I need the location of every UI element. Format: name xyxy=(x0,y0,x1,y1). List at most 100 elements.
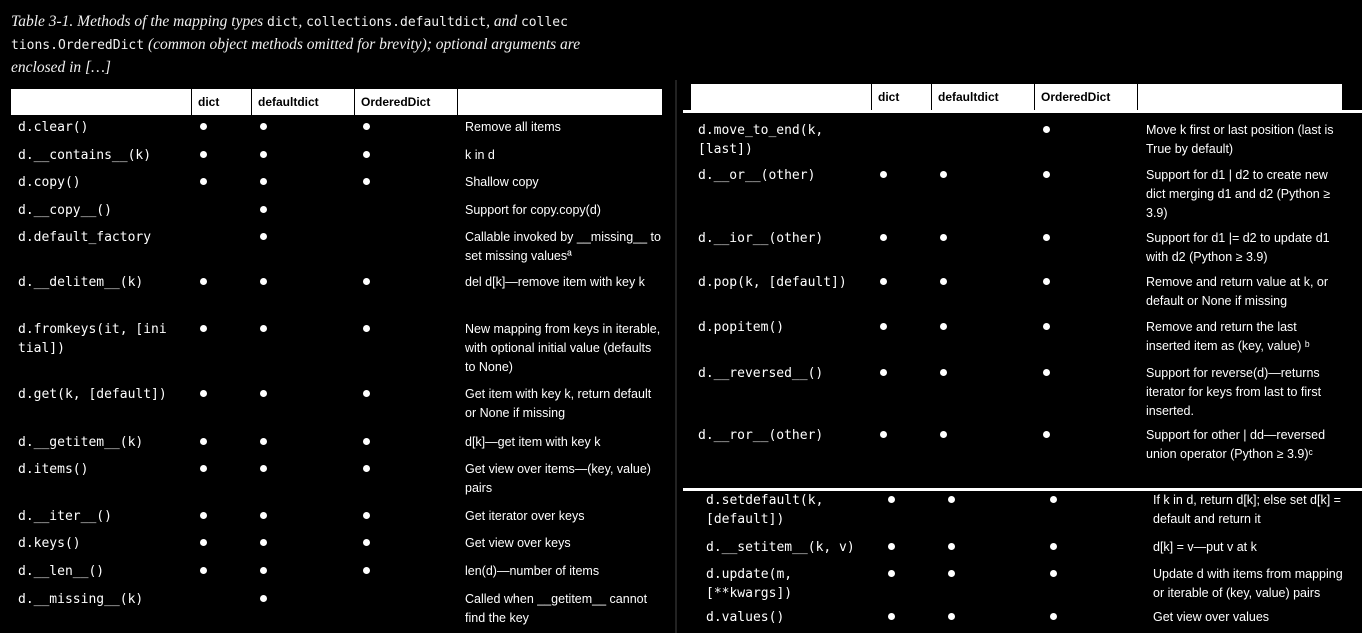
method-name: d.__ror__(other) xyxy=(698,428,824,443)
header-defaultdict: defaultdict xyxy=(251,89,354,115)
support-dot xyxy=(1043,171,1050,178)
support-dot xyxy=(1043,278,1050,285)
support-dot xyxy=(260,151,267,158)
method-description: d[k] = v—put v at k xyxy=(1153,540,1257,554)
support-dot xyxy=(880,431,887,438)
method-name: d.copy() xyxy=(18,175,81,190)
support-dot xyxy=(260,438,267,445)
method-name: d.default_factory xyxy=(18,230,152,245)
support-dot xyxy=(260,233,267,240)
support-dot xyxy=(940,234,947,241)
method-description: Get item with key k, return default or N… xyxy=(465,387,652,420)
method-name: d.fromkeys(it, [ini tial]) xyxy=(18,322,167,356)
method-description: Callable invoked by __missing__ to set m… xyxy=(465,230,661,263)
method-description: k in d xyxy=(465,148,495,162)
support-dot xyxy=(200,567,207,574)
support-dot xyxy=(363,178,370,185)
left-table-header: dict defaultdict OrderedDict xyxy=(11,89,662,115)
support-dot xyxy=(1050,613,1057,620)
header-dict: dict xyxy=(191,89,251,115)
support-dot xyxy=(260,206,267,213)
support-dot xyxy=(260,567,267,574)
method-description: Get view over values xyxy=(1153,610,1270,624)
method-name: d.move_to_end(k, [last]) xyxy=(698,123,824,157)
method-description: Support for d1 |= d2 to update d1 with d… xyxy=(1146,231,1330,264)
header-description xyxy=(457,89,662,115)
support-dot xyxy=(260,390,267,397)
header-description xyxy=(1137,84,1342,110)
right-section-rule xyxy=(683,488,1362,491)
method-name: d.__reversed__() xyxy=(698,366,824,381)
method-name: d.pop(k, [default]) xyxy=(698,275,847,290)
support-dot xyxy=(200,151,207,158)
support-dot xyxy=(363,512,370,519)
support-dot xyxy=(1043,323,1050,330)
method-name: d.update(m, [**kwargs]) xyxy=(706,567,793,601)
method-description: Get view over keys xyxy=(465,536,571,550)
method-name: d.__contains__(k) xyxy=(18,148,152,163)
support-dot xyxy=(260,278,267,285)
method-name: d.values() xyxy=(706,610,785,625)
support-dot xyxy=(888,613,895,620)
method-description: Shallow copy xyxy=(465,175,539,189)
table-caption: Table 3-1. Methods of the mapping types … xyxy=(11,13,581,76)
right-header-rule xyxy=(683,110,1362,113)
method-description: Get iterator over keys xyxy=(465,509,585,523)
support-dot xyxy=(940,369,947,376)
support-dot xyxy=(880,234,887,241)
method-description: Remove all items xyxy=(465,120,561,134)
method-name: d.__getitem__(k) xyxy=(18,435,144,450)
support-dot xyxy=(880,369,887,376)
support-dot xyxy=(1043,234,1050,241)
support-dot xyxy=(940,431,947,438)
method-description: Support for copy.copy(d) xyxy=(465,203,601,217)
support-dot xyxy=(363,465,370,472)
support-dot xyxy=(200,465,207,472)
method-description: Remove and return value at k, or default… xyxy=(1146,275,1329,308)
support-dot xyxy=(1043,126,1050,133)
support-dot xyxy=(1050,496,1057,503)
method-name: d.items() xyxy=(18,462,89,477)
method-name: d.__ior__(other) xyxy=(698,231,824,246)
support-dot xyxy=(948,613,955,620)
support-dot xyxy=(948,496,955,503)
support-dot xyxy=(260,123,267,130)
support-dot xyxy=(363,151,370,158)
method-name: d.__iter__() xyxy=(18,509,112,524)
support-dot xyxy=(888,543,895,550)
right-table-header: dict defaultdict OrderedDict xyxy=(691,84,1342,110)
method-name: d.clear() xyxy=(18,120,89,135)
support-dot xyxy=(1043,431,1050,438)
method-description: Support for reverse(d)—returns iterator … xyxy=(1146,366,1322,418)
header-ordereddict: OrderedDict xyxy=(1034,84,1137,110)
method-name: d.__missing__(k) xyxy=(18,592,144,607)
method-description: Remove and return the last inserted item… xyxy=(1146,320,1310,353)
method-description: If k in d, return d[k]; else set d[k] = … xyxy=(1153,493,1341,526)
support-dot xyxy=(200,178,207,185)
support-dot xyxy=(200,278,207,285)
header-defaultdict: defaultdict xyxy=(931,84,1034,110)
method-name: d.__or__(other) xyxy=(698,168,816,183)
method-name: d.__len__() xyxy=(18,564,105,579)
support-dot xyxy=(200,512,207,519)
method-name: d.__setitem__(k, v) xyxy=(706,540,855,555)
support-dot xyxy=(363,567,370,574)
support-dot xyxy=(880,323,887,330)
support-dot xyxy=(888,570,895,577)
support-dot xyxy=(260,465,267,472)
support-dot xyxy=(940,278,947,285)
support-dot xyxy=(363,123,370,130)
support-dot xyxy=(1050,543,1057,550)
support-dot xyxy=(260,539,267,546)
method-name: d.keys() xyxy=(18,536,81,551)
method-name: d.popitem() xyxy=(698,320,785,335)
method-description: Get view over items—(key, value) pairs xyxy=(465,462,651,495)
support-dot xyxy=(260,512,267,519)
support-dot xyxy=(363,278,370,285)
support-dot xyxy=(363,325,370,332)
header-dict: dict xyxy=(871,84,931,110)
support-dot xyxy=(1050,570,1057,577)
method-description: New mapping from keys in iterable, with … xyxy=(465,322,661,374)
support-dot xyxy=(948,570,955,577)
method-description: Update d with items from mapping or iter… xyxy=(1153,567,1343,600)
